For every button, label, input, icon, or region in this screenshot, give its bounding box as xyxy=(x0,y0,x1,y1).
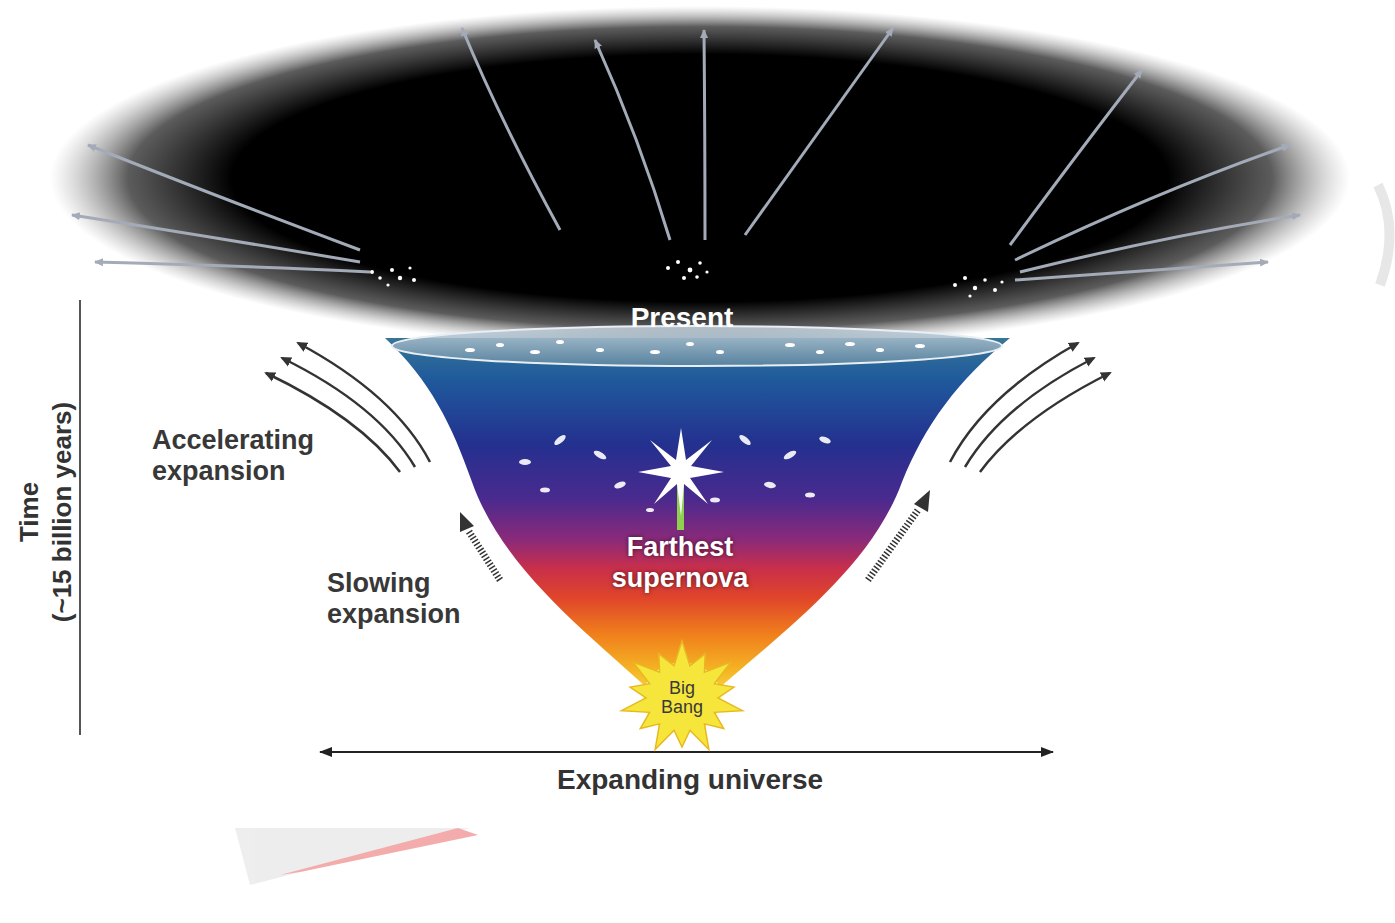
expansion-axis xyxy=(320,751,1053,753)
galaxy-cluster xyxy=(370,260,1004,298)
axis-label: Expanding universe xyxy=(557,764,823,796)
time-axis xyxy=(79,300,81,735)
axis-label: (~15 billion years) xyxy=(48,402,78,622)
era-label: Present xyxy=(631,302,734,334)
supernova-star xyxy=(638,428,724,516)
phase-label: Slowing expansion xyxy=(327,568,461,630)
event-label: Farthest supernova xyxy=(612,532,749,594)
axis-label: Time xyxy=(15,482,45,542)
acceleration-arrows xyxy=(266,343,1110,472)
present-galaxies xyxy=(465,340,925,354)
phase-label: Accelerating expansion xyxy=(152,425,314,487)
big-bang-burst: Big Bang xyxy=(618,639,746,757)
space-region xyxy=(50,6,1350,350)
node-text: Big Bang xyxy=(661,679,703,717)
expansion-funnel xyxy=(385,338,1010,702)
expansion-arrows xyxy=(72,28,1300,280)
